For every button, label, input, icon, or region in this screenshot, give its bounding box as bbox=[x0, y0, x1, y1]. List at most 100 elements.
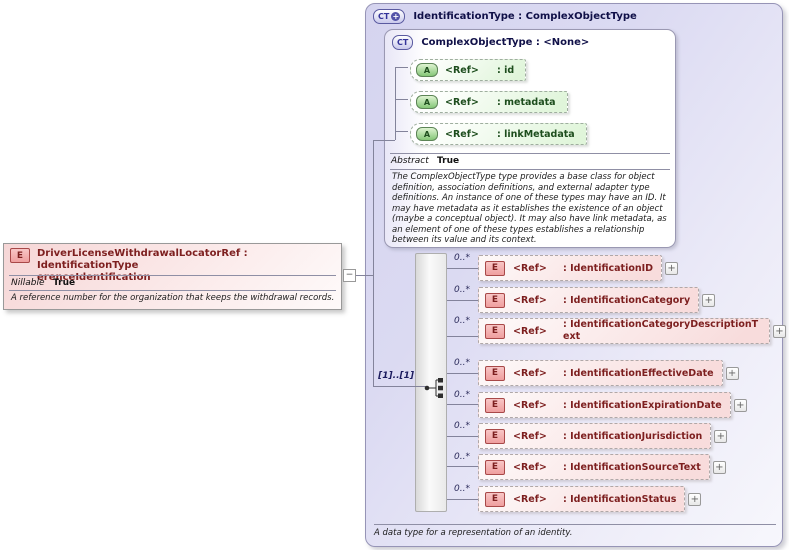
element-box[interactable]: E <Ref> : IdentificationStatus bbox=[478, 486, 686, 512]
connector-line bbox=[395, 99, 408, 100]
element-name: : IdentificationStatus bbox=[563, 493, 677, 505]
source-element-title: DriverLicenseWithdrawalLocatorRef : Iden… bbox=[37, 248, 341, 284]
connector-line bbox=[356, 275, 373, 276]
element-name: : IdentificationCategory bbox=[563, 294, 691, 306]
divider bbox=[9, 275, 336, 276]
base-type-description: The ComplexObjectType type provides a ba… bbox=[392, 172, 667, 245]
element-name: : IdentificationEffectiveDate bbox=[563, 367, 714, 379]
ref-label: <Ref> bbox=[513, 367, 547, 379]
abstract-row: Abstract True bbox=[391, 156, 459, 166]
divider bbox=[9, 290, 336, 291]
ref-label: <Ref> bbox=[513, 325, 547, 337]
expand-icon[interactable]: + bbox=[714, 429, 728, 443]
element-name: : IdentificationID bbox=[563, 262, 654, 274]
nillable-row: Nillable True bbox=[11, 278, 75, 288]
ref-label: <Ref> bbox=[513, 461, 547, 473]
divider bbox=[390, 169, 670, 170]
connector-line bbox=[395, 131, 408, 132]
source-element-box[interactable]: E DriverLicenseWithdrawalLocatorRef : Id… bbox=[3, 243, 342, 310]
connector-line bbox=[447, 373, 478, 374]
element-badge: E bbox=[485, 397, 505, 413]
collapse-toggle[interactable]: − bbox=[343, 269, 356, 282]
element-badge: E bbox=[485, 323, 505, 339]
occurrence-label: 0..* bbox=[454, 390, 470, 400]
element-name: : IdentificationCategoryDescriptionText bbox=[563, 319, 759, 342]
base-type-box[interactable]: CT ComplexObjectType : <None> A <Ref> : … bbox=[384, 29, 676, 248]
occurrence-label: 0..* bbox=[454, 421, 470, 431]
element-row-identification-jurisdiction[interactable]: 0..* E <Ref> : IdentificationJurisdictio… bbox=[454, 421, 728, 449]
complex-type-badge: CT bbox=[392, 35, 414, 50]
occurrence-label: 0..* bbox=[454, 452, 470, 462]
expand-icon[interactable]: + bbox=[665, 261, 679, 275]
element-name: : IdentificationExpirationDate bbox=[563, 399, 722, 411]
expand-icon[interactable]: + bbox=[712, 460, 726, 474]
ref-label: <Ref> bbox=[445, 128, 479, 140]
connector-line bbox=[373, 140, 395, 141]
element-box[interactable]: E <Ref> : IdentificationEffectiveDate bbox=[478, 360, 723, 386]
attribute-box[interactable]: A <Ref> : id bbox=[410, 59, 527, 81]
element-badge: E bbox=[485, 459, 505, 475]
attribute-row-linkmetadata[interactable]: A <Ref> : linkMetadata bbox=[410, 123, 587, 145]
ref-label: <Ref> bbox=[513, 399, 547, 411]
element-badge: E bbox=[485, 428, 505, 444]
ref-label: <Ref> bbox=[445, 64, 479, 76]
sequence-icon bbox=[423, 377, 449, 403]
attribute-name: : metadata bbox=[497, 96, 556, 108]
element-row-identification-category-description-text[interactable]: 0..* E <Ref> : IdentificationCategoryDes… bbox=[454, 316, 786, 344]
connector-line bbox=[395, 67, 408, 68]
base-type-header: CT ComplexObjectType : <None> bbox=[392, 35, 589, 50]
element-name: : IdentificationJurisdiction bbox=[563, 430, 703, 442]
abstract-value: True bbox=[437, 156, 460, 166]
attribute-row-metadata[interactable]: A <Ref> : metadata bbox=[410, 91, 568, 113]
element-row-identification-expiration-date[interactable]: 0..* E <Ref> : IdentificationExpirationD… bbox=[454, 390, 747, 418]
badge-text: CT bbox=[378, 12, 390, 21]
element-row-identification-source-text[interactable]: 0..* E <Ref> : IdentificationSourceText … bbox=[454, 452, 726, 480]
nillable-value: True bbox=[53, 278, 76, 288]
element-row-identification-category[interactable]: 0..* E <Ref> : IdentificationCategory + bbox=[454, 285, 716, 313]
element-name: : IdentificationSourceText bbox=[563, 461, 701, 473]
element-row-identification-id[interactable]: 0..* E <Ref> : IdentificationID + bbox=[454, 253, 679, 281]
ref-label: <Ref> bbox=[513, 294, 547, 306]
expand-icon[interactable]: + bbox=[773, 324, 786, 338]
ref-label: <Ref> bbox=[513, 430, 547, 442]
attribute-badge: A bbox=[416, 63, 438, 77]
nillable-label: Nillable bbox=[11, 278, 45, 288]
occurrence-label: 0..* bbox=[454, 358, 470, 368]
expand-icon[interactable]: + bbox=[702, 293, 716, 307]
occurrence-label: 0..* bbox=[454, 484, 470, 494]
element-badge: E bbox=[485, 292, 505, 308]
complex-type-extension-badge: CT + bbox=[373, 9, 406, 24]
expand-icon[interactable]: + bbox=[733, 398, 747, 412]
occurrence-label: 0..* bbox=[454, 316, 470, 326]
attribute-badge: A bbox=[416, 95, 438, 109]
attribute-row-id[interactable]: A <Ref> : id bbox=[410, 59, 527, 81]
expand-icon[interactable]: + bbox=[688, 492, 702, 506]
element-box[interactable]: E <Ref> : IdentificationID bbox=[478, 255, 663, 281]
attribute-box[interactable]: A <Ref> : metadata bbox=[410, 91, 568, 113]
source-element-title-line1: DriverLicenseWithdrawalLocatorRef : Iden… bbox=[37, 248, 248, 271]
element-box[interactable]: E <Ref> : IdentificationCategory bbox=[478, 287, 700, 313]
source-element-title-line2: erenceIdentification bbox=[37, 272, 151, 283]
badge-text: CT bbox=[397, 38, 409, 47]
element-row-identification-status[interactable]: 0..* E <Ref> : IdentificationStatus + bbox=[454, 484, 702, 512]
element-box[interactable]: E <Ref> : IdentificationExpirationDate bbox=[478, 392, 731, 418]
ref-label: <Ref> bbox=[513, 262, 547, 274]
element-row-identification-effective-date[interactable]: 0..* E <Ref> : IdentificationEffectiveDa… bbox=[454, 358, 739, 386]
sequence-bar bbox=[415, 253, 447, 512]
ref-label: <Ref> bbox=[513, 493, 547, 505]
connector-line bbox=[373, 386, 426, 387]
divider bbox=[390, 153, 670, 154]
ref-label: <Ref> bbox=[445, 96, 479, 108]
identification-type-header: CT + IdentificationType : ComplexObjectT… bbox=[373, 9, 637, 24]
attribute-box[interactable]: A <Ref> : linkMetadata bbox=[410, 123, 587, 145]
divider bbox=[374, 524, 776, 525]
element-box[interactable]: E <Ref> : IdentificationCategoryDescript… bbox=[478, 318, 770, 344]
element-box[interactable]: E <Ref> : IdentificationSourceText bbox=[478, 454, 710, 480]
cardinality-label: [1]..[1] bbox=[378, 371, 414, 381]
element-badge: E bbox=[485, 365, 505, 381]
element-box[interactable]: E <Ref> : IdentificationJurisdiction bbox=[478, 423, 712, 449]
attribute-name: : linkMetadata bbox=[497, 128, 575, 140]
expand-icon[interactable]: + bbox=[725, 366, 739, 380]
attribute-name: : id bbox=[497, 64, 515, 76]
